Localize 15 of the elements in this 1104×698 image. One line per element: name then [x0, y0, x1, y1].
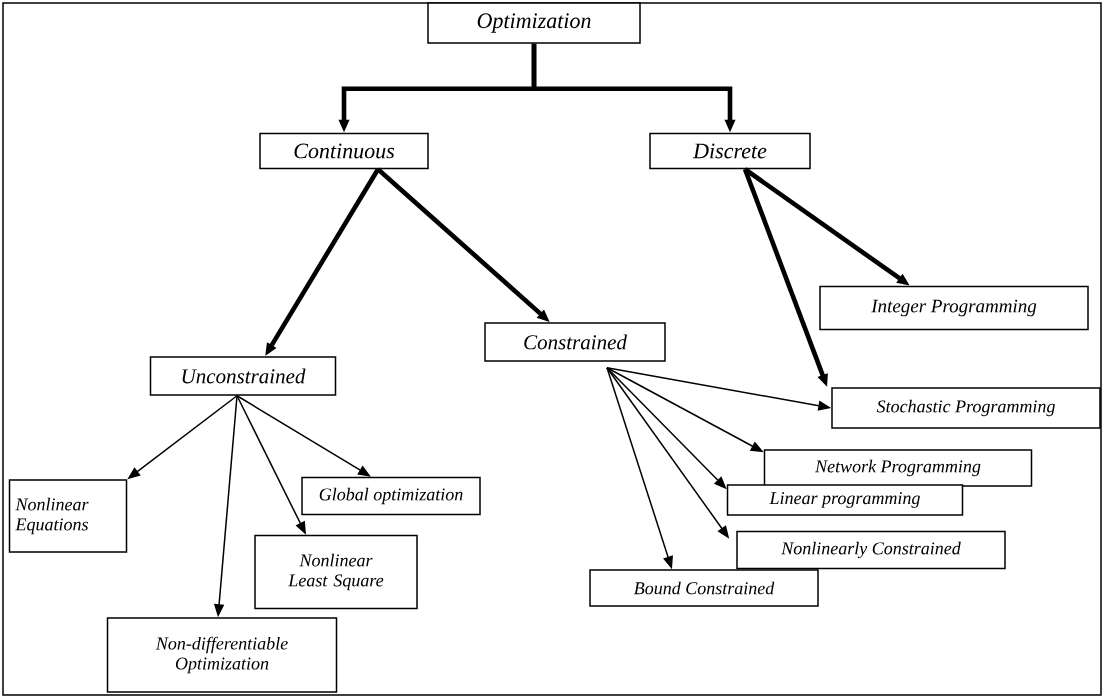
category-box: Bound Constrained	[589, 569, 819, 607]
category-box: Discrete	[649, 132, 811, 170]
category-box: Nonlinearly Constrained	[736, 530, 1006, 570]
category-box: Optimization	[427, 2, 641, 44]
category-box: Continuous	[259, 132, 429, 170]
category-box: Linear programming	[726, 484, 964, 516]
category-box: Stochastic Programming	[831, 387, 1101, 429]
category-box: Nonlinear Equations	[8, 479, 128, 553]
category-box: Global optimization	[301, 476, 481, 516]
category-box: Unconstrained	[149, 356, 337, 396]
category-box: Network Programming	[763, 449, 1033, 487]
category-box: Non-differentiable Optimization	[106, 617, 338, 693]
category-box: Nonlinear Least Square	[254, 534, 418, 610]
category-box: Integer Programming	[819, 285, 1089, 331]
category-box: Constrained	[484, 322, 666, 362]
